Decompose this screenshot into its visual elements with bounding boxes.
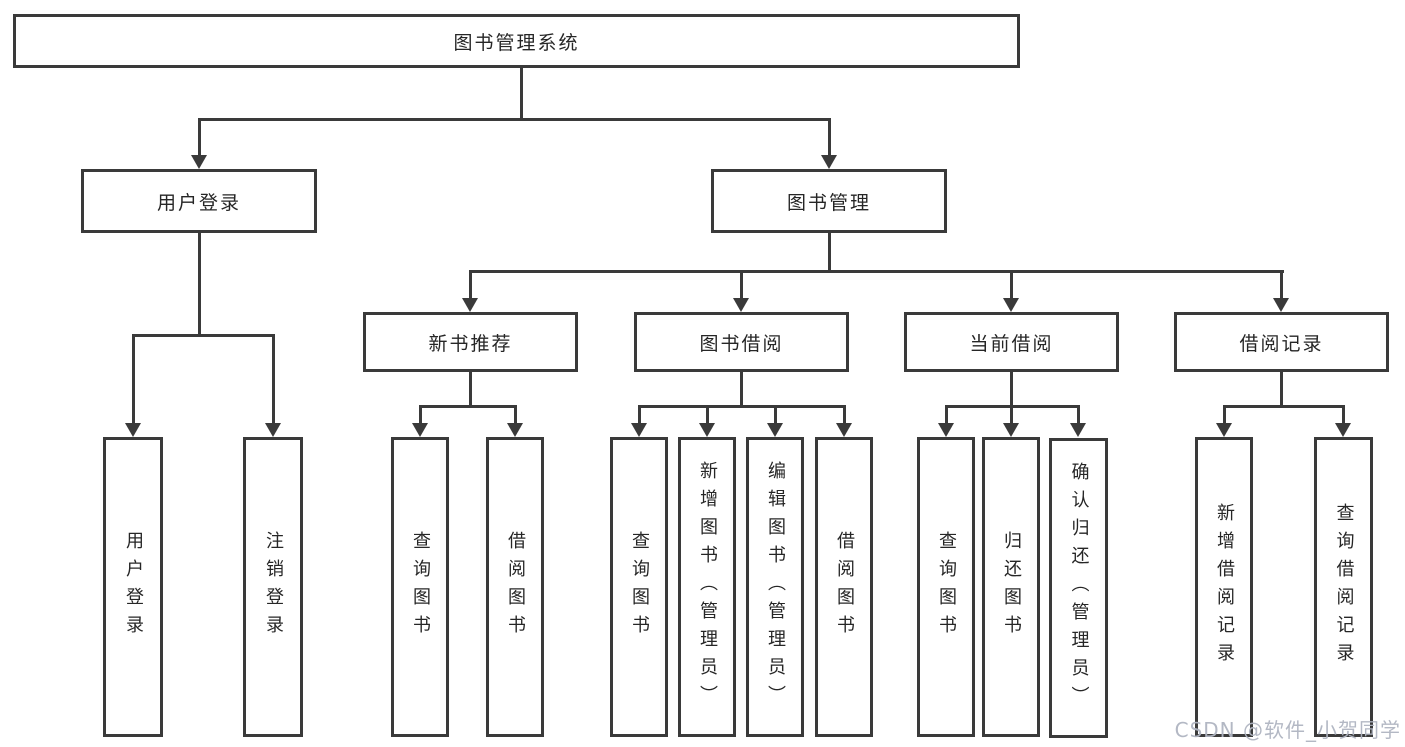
arrowhead-new-book	[462, 298, 478, 312]
connector-records-stem	[1280, 372, 1283, 408]
leaf-query-books-newbook: 查询图书	[391, 437, 449, 737]
arrowhead-book-borrow	[733, 298, 749, 312]
arrowhead-leaf-logout	[265, 423, 281, 437]
arrowhead-leaf-user-login	[125, 423, 141, 437]
leaf-label: 归还图书	[1001, 531, 1022, 643]
connector-leaf-drop	[1010, 405, 1013, 426]
arrowhead-leaf-confirm-return	[1070, 423, 1086, 437]
leaf-label: 新增图书（管理员）	[697, 461, 718, 713]
leaf-label: 查询图书	[936, 531, 957, 643]
connector-records-drop	[1280, 270, 1283, 301]
connector-current-borrow-stem	[1010, 372, 1013, 408]
connector-new-book-drop	[469, 270, 472, 301]
node-book-management: 图书管理	[711, 169, 947, 233]
node-label: 用户登录	[156, 191, 241, 214]
leaf-label: 编辑图书（管理员）	[765, 461, 786, 713]
csdn-watermark: CSDN @软件_小贺同学	[1174, 718, 1401, 742]
node-user-login: 用户登录	[81, 169, 317, 233]
arrowhead-leaf-edit-books	[767, 423, 783, 437]
leaf-query-borrow-record: 查询借阅记录	[1314, 437, 1373, 737]
leaf-user-login: 用户登录	[103, 437, 163, 737]
connector-leaf-drop	[1342, 405, 1345, 426]
connector-leaf-drop	[1077, 405, 1080, 426]
connector-leaf-logout-drop	[272, 334, 275, 426]
node-label: 图书管理系统	[453, 31, 580, 54]
leaf-label: 注销登录	[263, 531, 284, 643]
arrowhead-leaf-query-current	[938, 423, 954, 437]
connector-book-borrow-stem	[740, 372, 743, 408]
arrowhead-leaf-query-newbook	[412, 423, 428, 437]
connector-book-management-stem	[828, 233, 831, 273]
arrowhead-leaf-return-books	[1003, 423, 1019, 437]
arrowhead-leaf-add-books	[699, 423, 715, 437]
connector-user-login-rail	[132, 334, 274, 337]
leaf-borrow-books-newbook: 借阅图书	[486, 437, 544, 737]
connector-book-borrow-drop	[740, 270, 743, 301]
node-label: 新书推荐	[428, 332, 513, 355]
node-label: 借阅记录	[1239, 332, 1324, 355]
arrowhead-leaf-borrow-newbook	[507, 423, 523, 437]
leaf-add-books-admin: 新增图书（管理员）	[678, 437, 736, 737]
node-current-borrowing: 当前借阅	[904, 312, 1119, 372]
connector-book-management-drop	[828, 118, 831, 157]
arrowhead-user-login	[191, 155, 207, 169]
arrowhead-leaf-query-borrowing	[631, 423, 647, 437]
connector-root-stem	[520, 68, 523, 121]
node-label: 图书借阅	[699, 332, 784, 355]
arrowhead-records	[1273, 298, 1289, 312]
connector-new-book-rail	[419, 405, 517, 408]
leaf-query-books-borrowing: 查询图书	[610, 437, 668, 737]
node-new-book-recommend: 新书推荐	[363, 312, 578, 372]
leaf-label: 查询图书	[410, 531, 431, 643]
leaf-query-books-current: 查询图书	[917, 437, 975, 737]
leaf-label: 借阅图书	[505, 531, 526, 643]
connector-book-management-rail	[469, 270, 1284, 273]
connector-leaf-drop	[945, 405, 948, 426]
connector-current-borrow-drop	[1010, 270, 1013, 301]
connector-user-login-drop	[198, 118, 201, 157]
leaf-label: 确认归还（管理员）	[1068, 462, 1090, 714]
arrowhead-leaf-borrow-borrowing	[836, 423, 852, 437]
leaf-label: 查询借阅记录	[1333, 503, 1355, 671]
connector-leaf-drop	[1223, 405, 1226, 426]
connector-leaf-drop	[419, 405, 422, 426]
leaf-label: 用户登录	[123, 531, 144, 643]
node-borrowing-records: 借阅记录	[1174, 312, 1389, 372]
connector-book-borrow-rail	[638, 405, 846, 408]
arrowhead-current-borrow	[1003, 298, 1019, 312]
leaf-edit-books-admin: 编辑图书（管理员）	[746, 437, 804, 737]
connector-leaf-drop	[706, 405, 709, 426]
connector-root-rail	[198, 118, 831, 121]
node-book-borrowing: 图书借阅	[634, 312, 849, 372]
leaf-borrow-books-borrowing: 借阅图书	[815, 437, 873, 737]
connector-leaf-drop	[638, 405, 641, 426]
connector-leaf-user-login-drop	[132, 334, 135, 426]
node-label: 图书管理	[786, 191, 871, 214]
arrowhead-book-management	[821, 155, 837, 169]
connector-leaf-drop	[774, 405, 777, 426]
connector-user-login-stem	[198, 233, 201, 336]
node-label: 当前借阅	[969, 332, 1054, 355]
arrowhead-leaf-query-record	[1335, 423, 1351, 437]
node-library-management-system: 图书管理系统	[13, 14, 1020, 68]
leaf-label: 查询图书	[629, 531, 650, 643]
connector-leaf-drop	[514, 405, 517, 426]
connector-new-book-stem	[469, 372, 472, 408]
leaf-return-books: 归还图书	[982, 437, 1040, 737]
leaf-label: 新增借阅记录	[1214, 503, 1235, 671]
arrowhead-leaf-add-record	[1216, 423, 1232, 437]
connector-records-rail	[1223, 405, 1345, 408]
leaf-add-borrow-record: 新增借阅记录	[1195, 437, 1253, 737]
connector-leaf-drop	[843, 405, 846, 426]
leaf-confirm-return-admin: 确认归还（管理员）	[1049, 438, 1108, 738]
leaf-label: 借阅图书	[834, 531, 855, 643]
leaf-logout-login: 注销登录	[243, 437, 303, 737]
